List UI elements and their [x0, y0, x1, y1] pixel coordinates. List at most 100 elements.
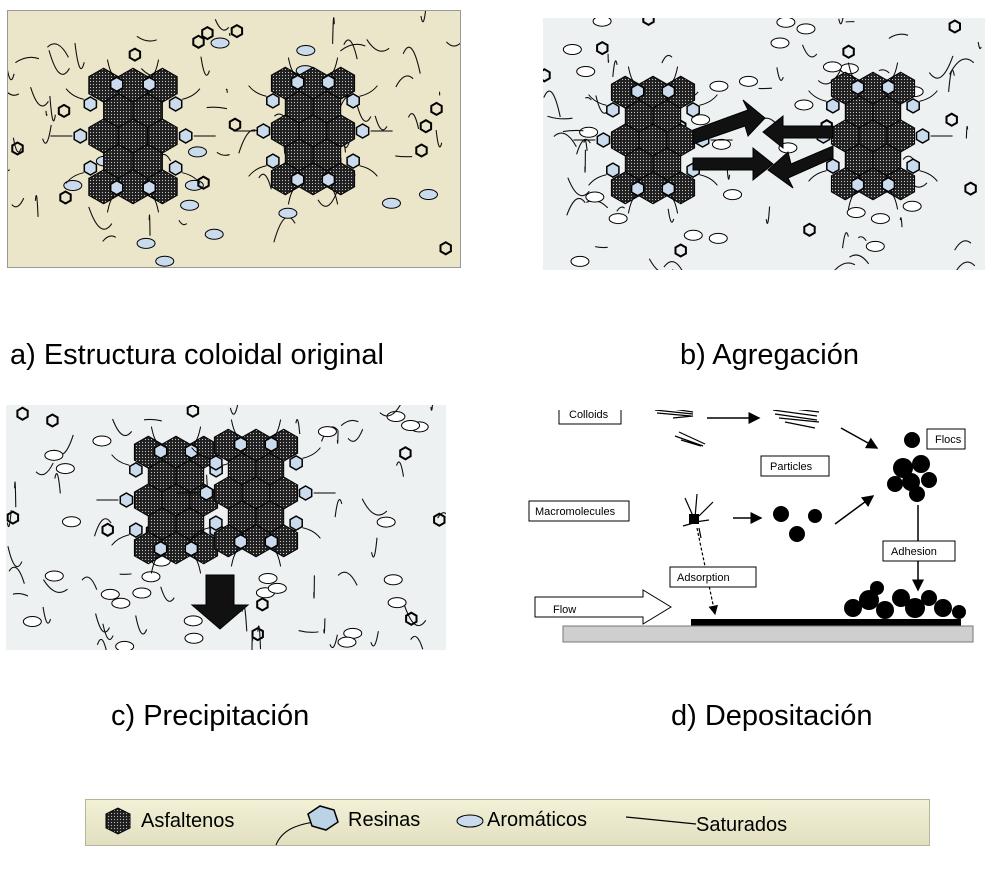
resin-molecule — [915, 128, 930, 144]
movement-arrow — [692, 146, 774, 182]
legend-asphaltenes: Asfaltenos — [141, 810, 235, 832]
resin-molecule — [199, 485, 214, 501]
resin-molecule — [109, 76, 124, 93]
resin-molecule — [129, 462, 143, 478]
resin-molecule — [129, 522, 143, 538]
asphaltene-icon — [105, 807, 131, 835]
legend: Asfaltenos Resinas Aromáticos Saturados — [85, 799, 930, 846]
resin-molecule — [168, 96, 183, 112]
resin-molecule — [209, 515, 223, 531]
saturate-icon — [625, 816, 697, 825]
resin-molecule — [355, 123, 370, 139]
resin-molecule — [209, 455, 223, 471]
resin-molecule — [661, 180, 676, 197]
resin-molecule — [826, 98, 840, 114]
resin-molecule — [142, 179, 157, 196]
macromolecules-label: Macromolecules — [535, 506, 616, 518]
resin-molecule — [289, 515, 303, 531]
particles-box — [760, 455, 830, 477]
resin-molecule — [661, 83, 676, 100]
colloids-box — [558, 410, 622, 425]
resin-molecule — [881, 176, 896, 193]
resin-molecule — [142, 76, 157, 93]
flow-arrow — [534, 589, 672, 625]
deposition-diagram: Colloids Particles Flocs Macromolecules — [528, 410, 974, 643]
resin-molecule — [346, 93, 360, 109]
deposit-layer — [691, 619, 961, 626]
legend-saturates: Saturados — [696, 814, 788, 836]
resin-molecule — [83, 96, 98, 112]
asphaltene-cluster — [793, 62, 953, 210]
asphaltene-cluster — [176, 419, 336, 567]
adhesion-label: Adhesion — [891, 546, 937, 558]
flocs-label: Flocs — [935, 434, 962, 446]
caption-c: c) Precipitación — [111, 700, 310, 732]
resin-molecule — [289, 455, 303, 471]
resin-molecule — [178, 128, 193, 144]
panel-b-aggregation — [543, 18, 985, 270]
resin-molecule — [606, 162, 620, 178]
panel-a-original-colloidal-structure — [7, 10, 461, 268]
resin-molecule — [321, 74, 336, 91]
resin-molecule — [630, 83, 645, 100]
movement-arrow — [762, 114, 834, 150]
aromatic-icon — [456, 814, 484, 828]
pipe-wall — [562, 625, 974, 643]
adhesion-box — [882, 540, 956, 562]
resin-molecule — [153, 443, 168, 460]
resin-molecule — [906, 98, 920, 114]
resin-molecule — [346, 153, 360, 169]
resin-molecule — [109, 179, 124, 196]
resin-tail — [275, 821, 315, 845]
resin-molecule — [596, 132, 611, 148]
saturates-and-aromatics — [6, 405, 446, 650]
adsorption-label: Adsorption — [677, 572, 730, 584]
colloids-label: Colloids — [569, 410, 609, 421]
resin-molecule — [686, 102, 700, 118]
asphaltene-cluster — [50, 59, 216, 213]
macromolecule-strands — [682, 493, 714, 539]
resin-molecule — [264, 533, 279, 550]
movement-arrow — [692, 99, 766, 145]
resin-molecule — [826, 158, 840, 174]
legend-aromatics: Aromáticos — [487, 809, 588, 831]
resin-molecule — [83, 160, 98, 176]
resin-molecule — [906, 158, 920, 174]
resin-molecule — [266, 153, 280, 169]
resin-molecule — [290, 171, 305, 188]
flocs-cluster — [887, 432, 937, 502]
flocs-box — [926, 428, 966, 450]
resin-molecule — [233, 436, 248, 453]
resin-molecule — [850, 176, 865, 193]
resin-molecule — [184, 443, 199, 460]
caption-b: b) Agregación — [680, 339, 859, 371]
deposited-flocs — [844, 581, 966, 619]
resin-molecule — [266, 93, 280, 109]
resin-molecule — [606, 102, 620, 118]
resin-molecule — [256, 123, 271, 139]
panel-c-precipitation — [6, 405, 446, 650]
resin-molecule — [233, 533, 248, 550]
resin-molecule — [264, 436, 279, 453]
panel-d-deposition: Colloids Particles Flocs Macromolecules — [523, 410, 978, 655]
resin-molecule — [119, 492, 134, 508]
movement-arrow — [190, 574, 250, 630]
asphaltene-cluster — [573, 66, 733, 214]
macromolecules-box — [528, 500, 630, 522]
particles-dots — [773, 506, 822, 542]
resin-molecule — [168, 160, 183, 176]
resin-molecule — [73, 128, 88, 144]
resin-molecule — [290, 74, 305, 91]
resin-molecule — [184, 540, 199, 557]
resin-molecule — [881, 79, 896, 96]
legend-resins: Resinas — [348, 809, 421, 831]
asphaltene-cluster — [233, 57, 393, 205]
adsorption-box — [669, 566, 757, 588]
saturates-and-aromatics — [543, 18, 982, 270]
resin-molecule — [630, 180, 645, 197]
resin-icon — [307, 805, 339, 831]
colloid-clusters — [654, 410, 820, 447]
resin-molecule — [850, 79, 865, 96]
resin-molecule — [153, 540, 168, 557]
resin-molecule — [298, 485, 313, 501]
